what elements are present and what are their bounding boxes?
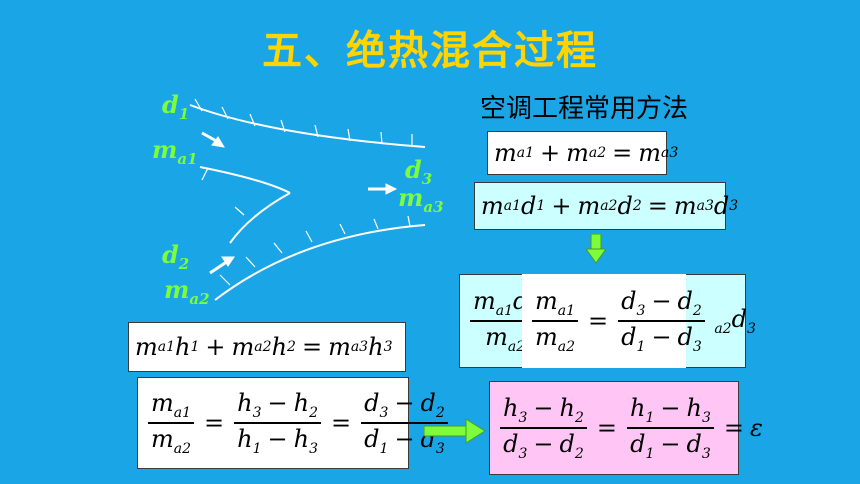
lower-wall [214, 224, 426, 301]
flow-arrow-2 [209, 259, 229, 275]
label-ma1: ma1 [152, 135, 198, 168]
upper-wall [189, 104, 426, 148]
wall-hatching [194, 98, 413, 286]
label-ma2: ma2 [164, 275, 210, 308]
label-d3: d3 [405, 155, 433, 188]
upper-splitter-wall [199, 166, 291, 194]
combined-ratio-equation: ma1 ma2 = h3−h2 h1−h3 = d3−d2 d1−d3 [137, 377, 448, 469]
right-arrow [424, 418, 486, 444]
subtitle: 空调工程常用方法 [480, 94, 689, 124]
epsilon-result-equation: h3−h2 d3−d2 = h1−h3 d1−d3 = ε [489, 381, 763, 475]
label-d2: d2 [162, 240, 190, 273]
label-d1: d1 [162, 90, 190, 123]
lower-splitter-wall [229, 192, 291, 244]
page-title: 五、绝热混合过程 [262, 28, 598, 74]
partially-hidden-term: a2d3 [714, 305, 756, 337]
label-ma3: ma3 [398, 183, 444, 216]
mass-ratio-equation: ma1 ma2 = d3−d2 d1−d3 [522, 274, 705, 368]
down-arrow [586, 234, 606, 264]
mixing-duct-diagram [189, 98, 426, 301]
